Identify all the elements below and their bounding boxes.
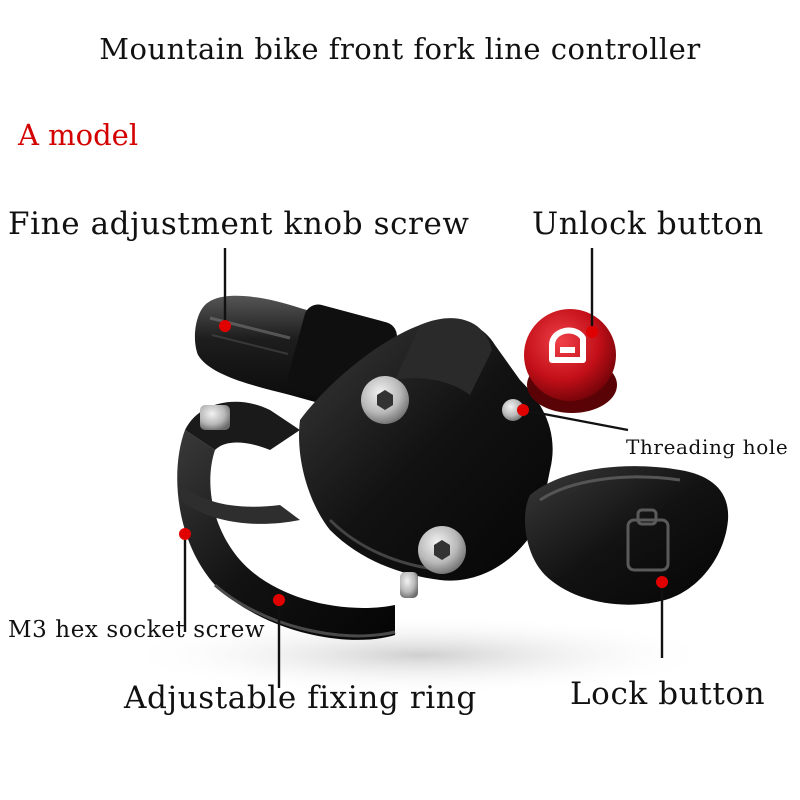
- leader-lines: [183, 248, 664, 688]
- marker-dot-lock: [656, 576, 668, 588]
- label-lock-button: Lock button: [570, 676, 766, 712]
- marker-dot-knob: [219, 320, 231, 332]
- shadow: [120, 615, 720, 695]
- label-fine-adjustment: Fine adjustment knob screw: [8, 206, 470, 242]
- marker-dot-thread: [517, 404, 529, 416]
- unlock-cap-shape: [524, 309, 617, 413]
- label-fixing-ring: Adjustable fixing ring: [124, 680, 477, 716]
- hex-screw-bottom: [418, 526, 466, 574]
- model-label: A model: [18, 118, 139, 152]
- label-m3-screw: M3 hex socket screw: [8, 617, 266, 643]
- hex-screw-top: [361, 376, 409, 424]
- marker-dot-m3: [179, 528, 191, 540]
- page-title: Mountain bike front fork line controller: [99, 32, 701, 66]
- lock-lever-shape: [525, 466, 729, 605]
- main-body-shape: [299, 318, 553, 581]
- label-unlock-button: Unlock button: [532, 206, 764, 242]
- marker-dot-ring: [273, 594, 285, 606]
- label-threading-hole: Threading hole: [626, 435, 789, 459]
- marker-dots: [179, 320, 668, 606]
- marker-dot-unlock: [586, 326, 598, 338]
- small-screws: [200, 399, 524, 598]
